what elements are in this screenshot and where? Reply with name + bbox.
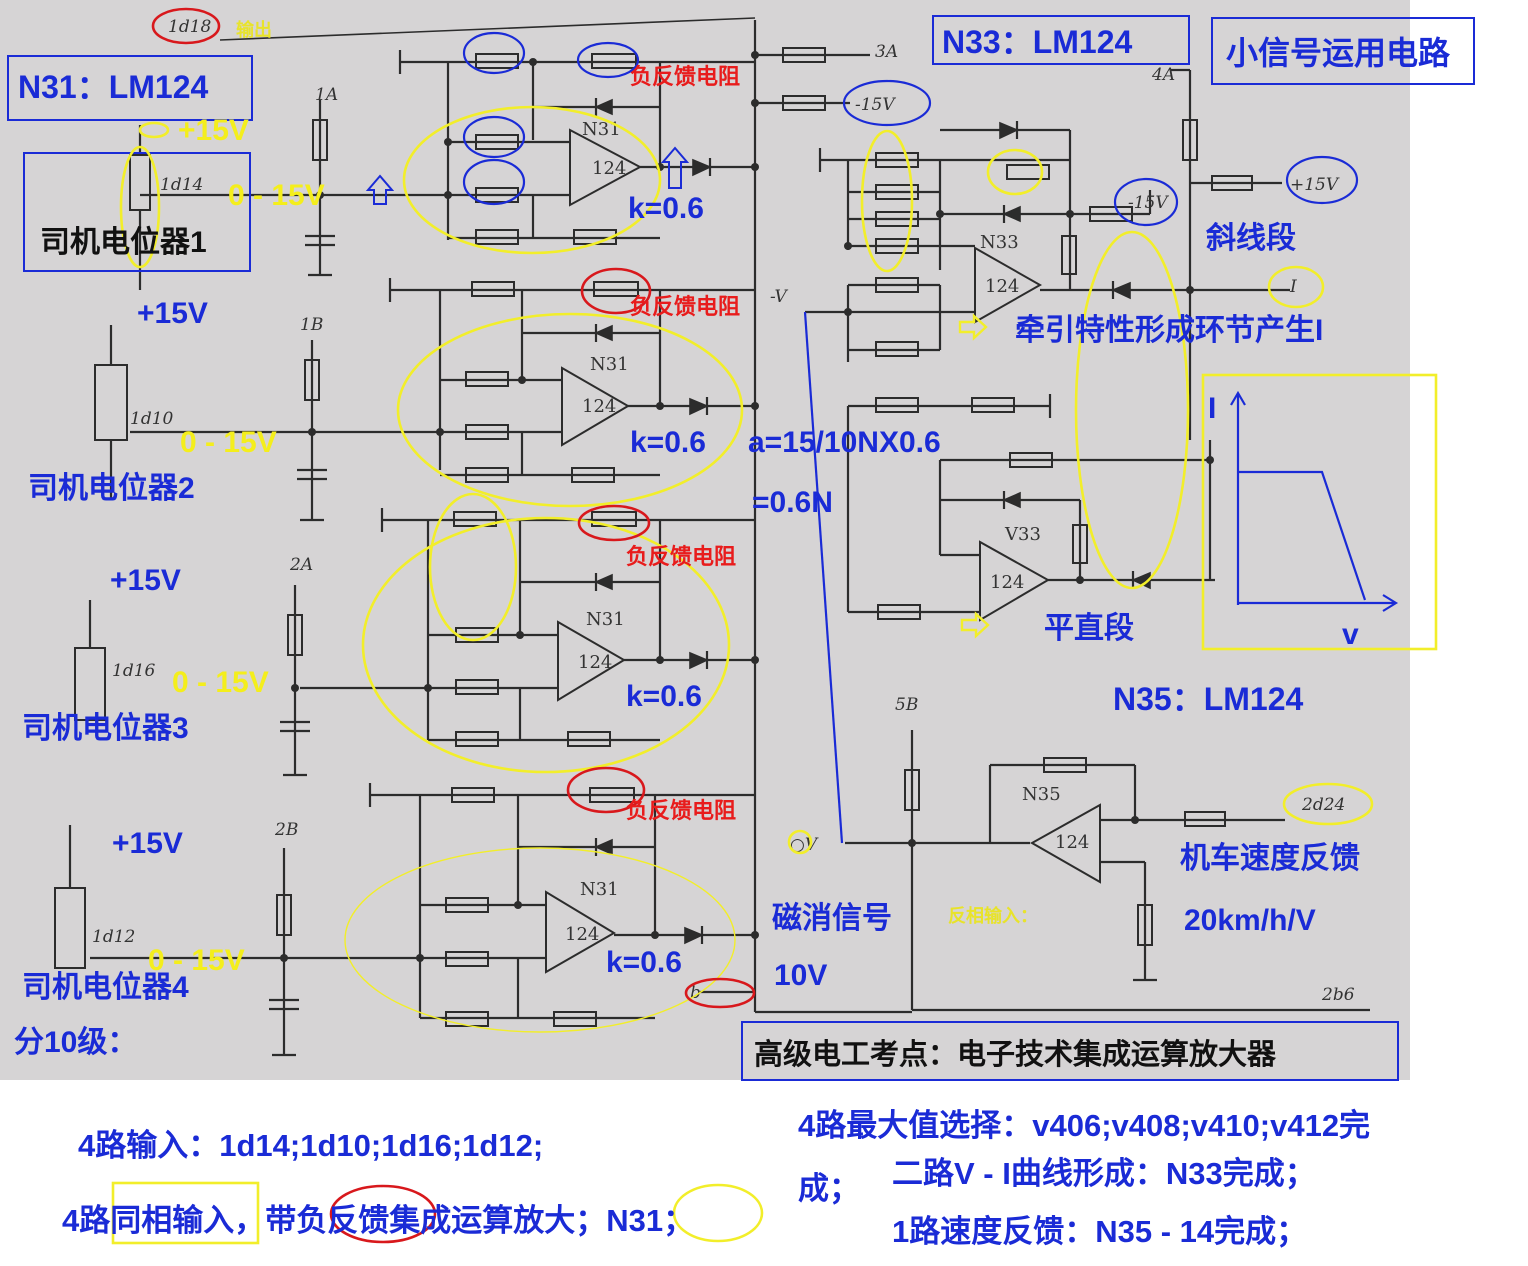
input-range-2: 0 - 15V	[180, 426, 277, 459]
pot-4-label: 司机电位器4	[22, 970, 189, 1004]
speed-feedback-label: 机车速度反馈	[1180, 841, 1360, 875]
svg-text:2B: 2B	[274, 820, 298, 840]
svg-text:-15V: -15V	[855, 95, 896, 115]
schematic-photo	[0, 0, 1410, 1080]
svg-text:124: 124	[565, 924, 599, 945]
svg-text:-V: -V	[770, 287, 789, 307]
page-title: 小信号运用电路	[1226, 35, 1451, 71]
svg-text:124: 124	[578, 652, 612, 673]
svg-text:I: I	[1289, 277, 1297, 297]
svg-text:N35: N35	[1022, 784, 1061, 805]
svg-text:1d14: 1d14	[160, 175, 203, 195]
i-v-curve-graph	[1230, 390, 1399, 612]
minus-v-link	[803, 311, 844, 844]
n35-label: N35：LM124	[1113, 681, 1304, 717]
svg-text:124: 124	[592, 158, 626, 179]
exam-banner: 高级电工考点：电子技术集成运算放大器	[754, 1037, 1277, 1071]
title-box	[1211, 17, 1475, 85]
output-label: 输出	[236, 19, 272, 40]
n31-stage-4	[90, 783, 759, 1027]
n31-label: N31：LM124	[18, 69, 209, 105]
gain-1: k=0.6	[628, 192, 704, 225]
formula-line-1: a=15/10NX0.6	[748, 426, 941, 459]
traction-label: 牵引特性形成环节产生I	[1015, 314, 1323, 347]
svg-text:2A: 2A	[289, 555, 313, 575]
svg-text:+15V: +15V	[112, 827, 183, 860]
speed-scale-label: 20km/h/V	[1184, 904, 1316, 937]
formula-line-2: =0.6N	[752, 486, 833, 519]
n31-stage-3	[300, 508, 759, 747]
svg-text:b: b	[690, 983, 701, 1003]
svg-text:124: 124	[582, 396, 616, 417]
svg-text:N31: N31	[590, 354, 629, 375]
svg-text:N31: N31	[586, 609, 625, 630]
n31-label-box	[7, 55, 253, 121]
degauss-value: 10V	[774, 959, 827, 992]
n33-label-box	[932, 15, 1190, 65]
bottom-line-2-left: 4路同相输入，带负反馈集成运算放大；N31；	[62, 1203, 695, 1238]
node-1d18: 1d18	[168, 17, 212, 37]
svg-text:N31: N31	[580, 879, 619, 900]
svg-text:1d10: 1d10	[130, 409, 174, 429]
svg-text:124: 124	[990, 572, 1024, 593]
svg-text:负反馈电阻: 负反馈电阻	[630, 294, 740, 319]
svg-text:+15V: +15V	[178, 114, 249, 147]
flat-segment-label: 平直段	[1044, 611, 1134, 645]
svg-text:-15V: -15V	[1128, 193, 1169, 213]
input-range-1: 0 - 15V	[228, 179, 325, 212]
svg-text:V33: V33	[1004, 524, 1041, 545]
svg-text:负反馈电阻: 负反馈电阻	[630, 64, 740, 89]
slope-segment-label: 斜线段	[1206, 221, 1296, 255]
inverting-input-label: 反相输入：	[948, 905, 1038, 926]
bottom-line-2-mid: 成；	[798, 1171, 860, 1206]
svg-text:负反馈电阻: 负反馈电阻	[626, 544, 736, 569]
svg-text:4A: 4A	[1151, 65, 1175, 85]
n35-stage	[700, 730, 1370, 1014]
svg-text:N31: N31	[582, 119, 621, 140]
pot1-box	[23, 152, 251, 272]
pot-3-label: 司机电位器3	[22, 711, 189, 745]
input-range-3: 0 - 15V	[172, 666, 269, 699]
bottom-line-1-right: 4路最大值选择：v406;v408;v410;v412完	[798, 1108, 1371, 1143]
n33-label: N33：LM124	[942, 24, 1133, 60]
bottom-line-1-left: 4路输入：1d14;1d10;1d16;1d12;	[78, 1128, 544, 1163]
svg-text:5B: 5B	[895, 695, 918, 715]
svg-text:124: 124	[985, 276, 1019, 297]
svg-text:1d12: 1d12	[92, 927, 135, 947]
degauss-label: 磁消信号	[772, 901, 892, 935]
gain-2: k=0.6	[630, 426, 706, 459]
bottom-line-2-right: 二路V - I曲线形成：N33完成；	[892, 1156, 1316, 1191]
svg-text:1d16: 1d16	[112, 661, 156, 681]
v33-stage	[846, 406, 1215, 622]
gain-4: k=0.6	[606, 946, 682, 979]
exam-banner-box	[741, 1021, 1399, 1081]
svg-text:2d24: 2d24	[1301, 795, 1345, 815]
input-networks	[54, 100, 335, 1057]
svg-text:N33: N33	[980, 232, 1019, 253]
graph-y-axis: I	[1208, 392, 1216, 425]
svg-text:3A: 3A	[875, 42, 898, 62]
graph-box	[1201, 373, 1438, 651]
svg-text:+15V: +15V	[1290, 175, 1340, 195]
n31-stage-2	[130, 278, 759, 483]
graph-x-axis: v	[1342, 618, 1359, 651]
input-range-4: 0 - 15V	[148, 944, 245, 977]
svg-text:124: 124	[1055, 832, 1089, 853]
svg-text:2b6: 2b6	[1321, 985, 1355, 1005]
svg-text:+15V: +15V	[137, 297, 208, 330]
pot-2-label: 司机电位器2	[28, 471, 195, 505]
n33-stage	[751, 47, 1290, 440]
svg-text:1B: 1B	[300, 315, 323, 335]
svg-text:1A: 1A	[315, 85, 338, 105]
bottom-line-3-right: 1路速度反馈：N35 - 14完成；	[892, 1214, 1308, 1249]
gain-3: k=0.6	[626, 680, 702, 713]
svg-text:+15V: +15V	[110, 564, 181, 597]
pot-1-label: 司机电位器1	[40, 225, 207, 259]
levels-label: 分10级：	[14, 1026, 137, 1059]
svg-text:负反馈电阻: 负反馈电阻	[626, 798, 736, 823]
